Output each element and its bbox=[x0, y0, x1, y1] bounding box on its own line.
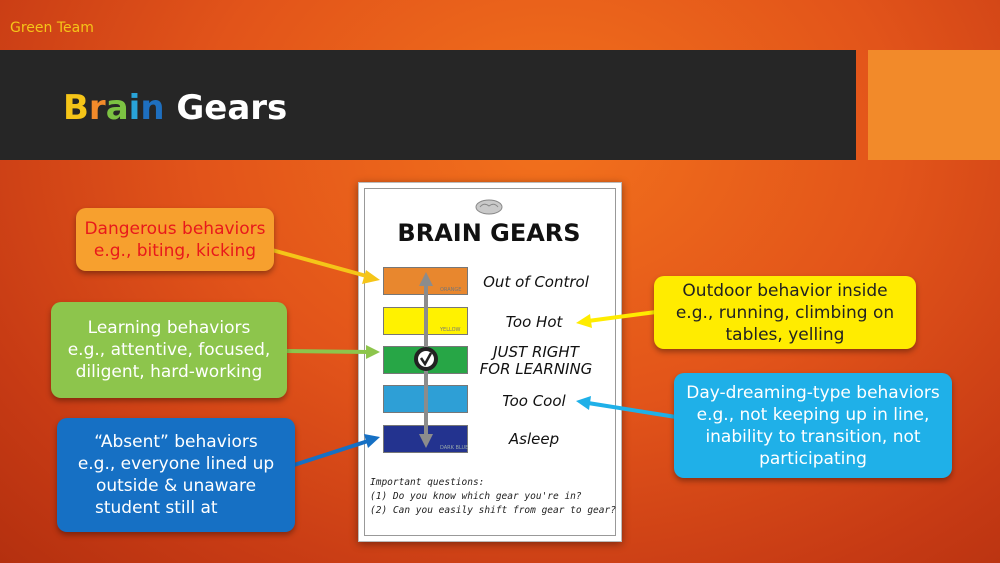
gear-tag-orange: ORANGE bbox=[440, 287, 462, 293]
team-label: Green Team bbox=[10, 20, 94, 36]
gear-tag-yellow: YELLOW bbox=[440, 327, 461, 333]
title-bar bbox=[0, 50, 856, 160]
gear-label-too-hot: Too Hot bbox=[505, 313, 563, 331]
important-questions: Important questions: (1) Do you know whi… bbox=[370, 477, 616, 516]
gear-tag-dark-blue: DARK BLUE bbox=[440, 445, 469, 451]
gear-label-too-cool: Too Cool bbox=[502, 392, 566, 410]
poster-title: BRAIN GEARS bbox=[397, 219, 581, 247]
gear-label-asleep: Asleep bbox=[508, 430, 560, 448]
accent-box bbox=[868, 50, 1000, 160]
brain-icon bbox=[475, 199, 503, 215]
gear-label-out-of-control: Out of Control bbox=[483, 273, 589, 291]
slide-title: Brain Gears bbox=[63, 88, 288, 128]
